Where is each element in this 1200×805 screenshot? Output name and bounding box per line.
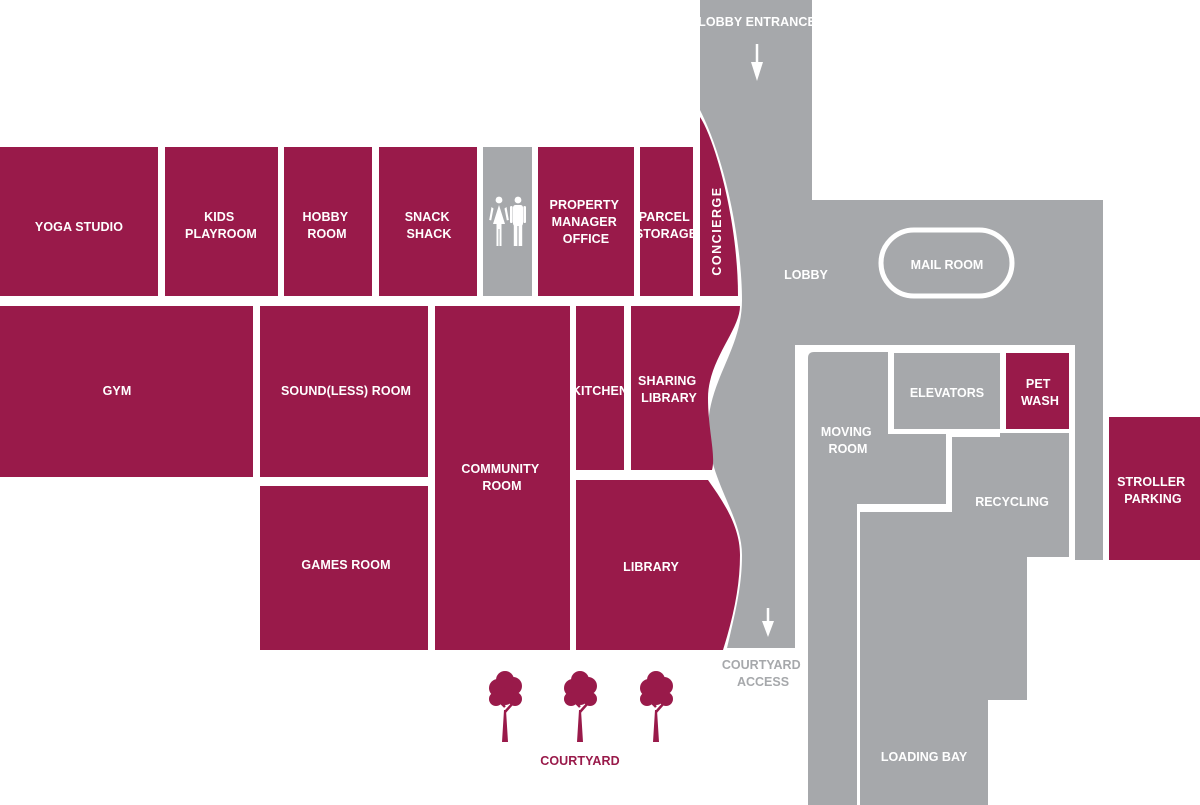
yoga-studio-label: YOGA STUDIO [35,220,123,234]
snack-shack-room[interactable] [379,147,477,296]
recycling-area[interactable] [860,433,1069,805]
games-room-room[interactable] [260,486,428,650]
lobby-area[interactable] [700,0,1103,648]
property-manager-office-room[interactable] [538,147,634,296]
yoga-studio-room[interactable] [0,147,158,296]
hobby-room-label: HOBBY ROOM [303,210,352,241]
soundless-room-label: SOUND(LESS) ROOM [281,384,411,398]
lobby-entrance-label: LOBBY ENTRANCE [698,15,816,29]
games-room-label: GAMES ROOM [301,558,390,572]
concierge-room[interactable] [700,117,738,296]
restroom-icon [489,196,526,246]
loading-bay-label: LOADING BAY [881,750,968,764]
recycling-label: RECYCLING [975,495,1049,509]
courtyard-access-label: COURTYARD ACCESS [722,658,804,689]
amenity-rooms [0,117,1200,650]
hobby-room-room[interactable] [284,147,372,296]
service-areas [483,0,1103,805]
down-arrow-icon [751,44,763,81]
kitchen-room[interactable] [576,306,624,470]
pet-wash-label: PET WASH [1021,377,1059,408]
stroller-parking-room[interactable] [1109,417,1200,560]
library-label: LIBRARY [623,560,679,574]
community-room-label: COMMUNITY ROOM [461,462,542,493]
parcel-storage-label: PARCEL STORAGE [635,210,697,241]
tree-icon [489,671,522,742]
moving-room-area[interactable] [808,352,946,805]
sharing-library-room[interactable] [631,306,740,470]
lobby-label: LOBBY [784,268,828,282]
concierge-label: CONCIERGE [710,186,724,275]
sharing-library-label: SHARING LIBRARY [638,374,700,405]
gym-label: GYM [103,384,132,398]
snack-shack-label: SNACK SHACK [405,210,454,241]
pet-wash-room[interactable] [1006,353,1069,429]
library-room[interactable] [576,480,740,650]
moving-room-label: MOVING ROOM [821,425,875,456]
property-manager-office-label: PROPERTY MANAGER OFFICE [550,198,623,246]
community-room-room[interactable] [435,306,570,650]
kitchen-label: KITCHEN [572,384,628,398]
elevators-label: ELEVATORS [910,386,984,400]
stroller-parking-label: STROLLER PARKING [1117,475,1189,506]
tree-icon [564,671,597,742]
parcel-storage-room[interactable] [640,147,693,296]
tree-icon [640,671,673,742]
courtyard-label: COURTYARD [540,754,620,768]
kids-playroom-room[interactable] [165,147,278,296]
mail-room-label: MAIL ROOM [911,258,984,272]
down-arrow-icon [762,608,774,637]
kids-playroom-label: KIDS PLAYROOM [185,210,257,241]
mail-room-outline[interactable] [878,227,1015,299]
elevators-area[interactable] [894,353,1000,429]
soundless-room-room[interactable] [260,306,428,477]
gym-room[interactable] [0,306,253,477]
